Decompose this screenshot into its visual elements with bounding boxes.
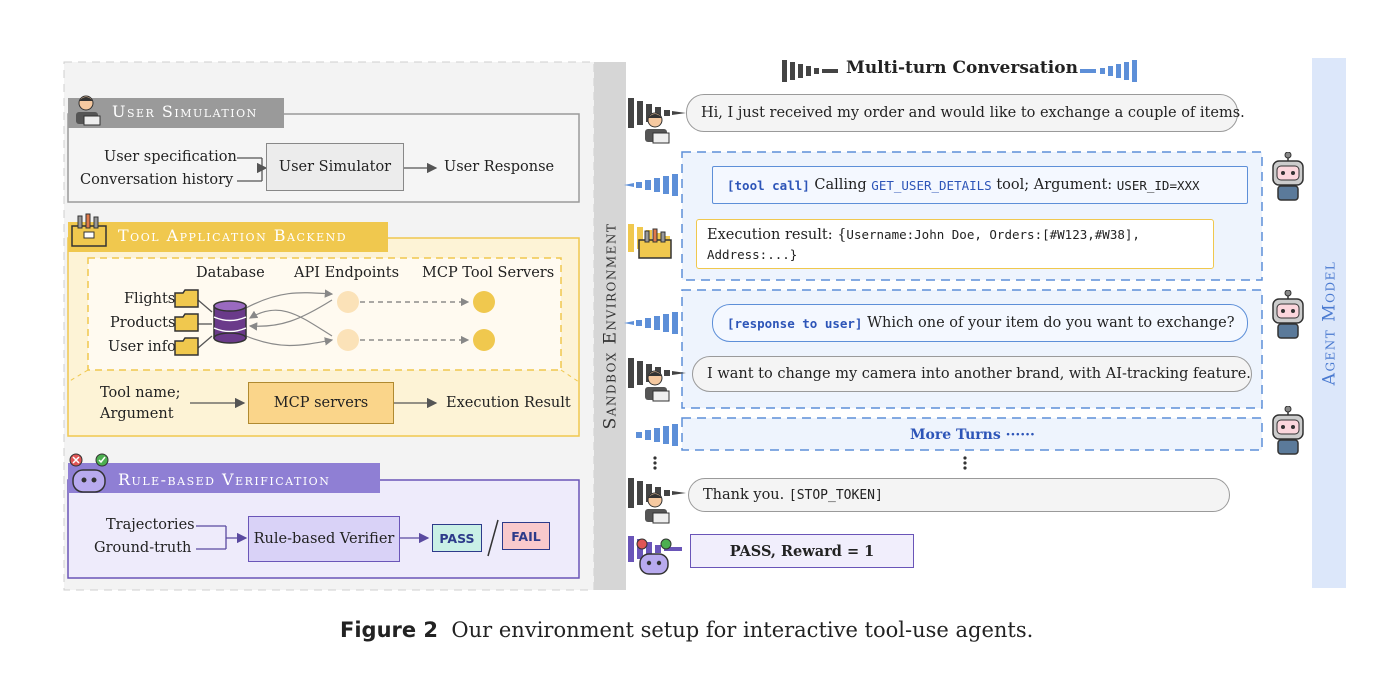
sandbox-label: Sandbox Environment [600,222,621,430]
user-msg-3-text: Thank you. [703,487,785,503]
sandbox-label-wrap: Sandbox Environment [594,62,626,590]
tool-title-bg [68,222,388,252]
sandbox-bar [594,62,626,590]
verifier-robot-icon [634,538,674,578]
agent-label-wrap: Agent Model [1312,58,1346,588]
tool-name-label: Tool name; [100,385,181,401]
user-simulator-box: User Simulator [266,143,404,191]
conversation-title: Multi-turn Conversation [846,58,1078,78]
user-sim-title-bg [68,98,284,128]
robot-icon [1268,290,1308,340]
caption-label: Figure 2 [340,618,439,642]
rule-verifier-box: Rule-based Verifier [248,516,400,562]
tool-inner-dashed [87,257,562,371]
tool-call-fn: GET_USER_DETAILS [871,177,992,193]
user-message: Thank you. [STOP_TOKEN] [688,478,1230,512]
response-text: Which one of your item do you want to ex… [867,315,1235,331]
exec-line1: Username:John Doe, Orders:[#W123,#W38], [846,227,1140,242]
user-wedge [628,98,686,128]
tool-call-arg: USER_ID=XXX [1116,177,1200,193]
tool-call-text: Calling [814,177,867,193]
user-response-label: User Response [444,159,555,175]
db-item-label: User info [108,339,176,355]
verifier-robot-icon [66,452,112,496]
folder-icon [174,337,200,357]
user-message: Hi, I just received my order and would l… [686,94,1245,132]
user-avatar-icon [640,490,674,524]
db-item-label: Flights [124,291,176,307]
caption-text: Our environment setup for interactive to… [451,618,1034,642]
execution-result-message: Execution result: {Username:John Doe, Or… [696,219,1214,269]
user-avatar-icon [640,110,674,144]
database-label: Database [196,265,265,281]
more-turns-label: More Turns ······ [910,427,1035,443]
agent-response-message: [response to user] Which one of your ite… [712,304,1248,342]
user-sim-title: User Simulation [112,102,258,121]
tool-call-message: [tool call] Calling GET_USER_DETAILS too… [712,166,1248,204]
db-item-label: Products [110,315,176,331]
agent-label: Agent Model [1319,260,1339,386]
stop-token: [STOP_TOKEN] [788,487,883,503]
user-sim-input: User specification [104,149,237,165]
execution-result-label: Execution Result [446,395,571,411]
api-endpoints-label: API Endpoints [294,265,400,281]
more-turns-group [681,417,1263,451]
user-icon [70,92,104,126]
toolbox-icon [68,212,110,250]
mcp-tool-servers-label: MCP Tool Servers [422,265,555,281]
mcp-server-node [473,291,495,313]
user-avatar-icon [640,368,674,402]
robot-icon [1268,152,1308,202]
reward-result-box: PASS, Reward = 1 [690,534,914,568]
folder-icon [174,313,200,333]
folder-icon [174,289,200,309]
exec-prefix: Execution result: { [707,227,847,243]
api-endpoint-node [337,291,359,313]
pass-badge: PASS [432,524,482,552]
user-message: I want to change my camera into another … [692,356,1252,392]
mcp-servers-box: MCP servers [248,382,394,424]
verifier-input-label: Trajectories [106,517,195,533]
user-sim-input: Conversation history [80,172,234,188]
response-tag: [response to user] [727,315,863,331]
mcp-server-node [473,329,495,351]
tool-call-tag: [tool call] [727,177,810,193]
toolbox-icon [636,228,674,262]
tool-backend-title: Tool Application Backend [118,226,348,245]
verification-title-bg [68,463,380,493]
exec-line2: Address:...} [707,247,798,262]
robot-icon [1268,406,1308,456]
tool-call-mid: tool; Argument: [996,177,1113,193]
verifier-input-label: Ground-truth [94,540,192,556]
fail-badge: FAIL [502,522,550,550]
figure-caption: Figure 2 Our environment setup for inter… [340,618,1033,642]
argument-label: Argument [100,406,174,422]
verification-title: Rule-based Verification [118,470,331,489]
api-endpoint-node [337,329,359,351]
agent-model-bar [1312,58,1346,588]
database-icon [212,300,248,344]
